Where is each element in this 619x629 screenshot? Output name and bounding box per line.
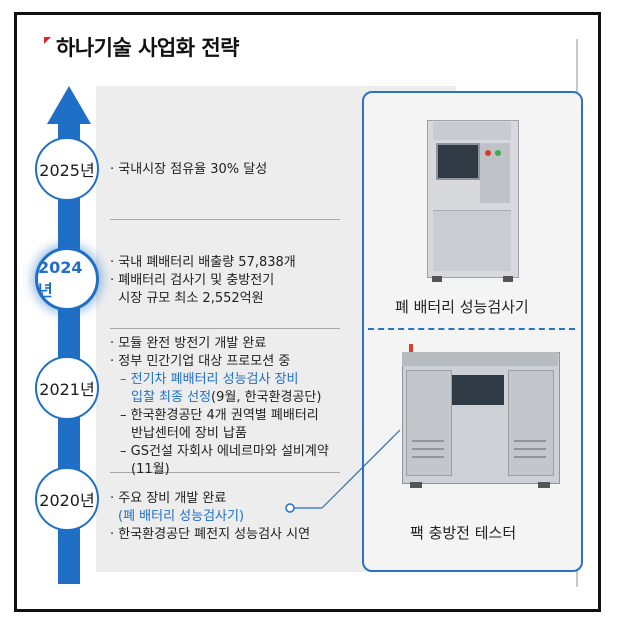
item-2020-3: · 한국환경공단 폐전지 성능검사 시연 <box>110 527 311 542</box>
pack-tester-cabinet-left <box>406 370 452 476</box>
title-accent-mark <box>44 37 51 44</box>
item-2021-6: 반납센터에 장비 납품 <box>131 426 247 441</box>
pack-tester-vent <box>412 440 444 442</box>
battery-tester-caption: 폐 배터리 성능검사기 <box>395 298 529 316</box>
item-2021-4: 입찰 최종 선정(9월, 한국환경공단) <box>131 389 321 407</box>
pack-tester-foot-right <box>538 482 550 488</box>
product-divider <box>368 328 575 330</box>
battery-tester-foot-right <box>503 276 513 282</box>
year-badge-2025: 2025년 <box>35 137 99 201</box>
pack-tester-vent <box>412 456 444 458</box>
item-2020-1: · 주요 장비 개발 완료 <box>110 491 227 506</box>
item-2021-3: – 전기차 폐배터리 성능검사 장비 <box>120 372 299 387</box>
battery-tester-door <box>433 210 511 271</box>
item-2021-1: · 모듈 완전 방전기 개발 완료 <box>110 336 267 351</box>
year-badge-2021: 2021년 <box>35 356 99 420</box>
pack-tester-vent <box>514 456 546 458</box>
separator-2021-2020 <box>110 472 340 473</box>
battery-tester-led-red <box>485 150 491 156</box>
year-badge-2020: 2020년 <box>35 467 99 531</box>
item-2021-8: (11월) <box>131 462 170 477</box>
timeline-arrow-up-icon <box>47 86 91 124</box>
battery-tester-top <box>433 122 511 140</box>
pack-tester-foot-left <box>410 482 422 488</box>
item-2024-3: 시장 규모 최소 2,552억원 <box>110 291 264 306</box>
battery-tester-led-green <box>495 150 501 156</box>
item-2021-2: · 정부 민간기업 대상 프로모션 중 <box>110 354 291 369</box>
pack-tester-vent <box>514 440 546 442</box>
item-2021-4-highlight: 입찰 최종 선정 <box>131 390 212 405</box>
separator-2024-2021 <box>110 328 340 329</box>
item-2024-2: · 폐배터리 검사기 및 충방전기 <box>110 273 275 288</box>
item-2021-5: – 한국환경공단 4개 권역별 폐배터리 <box>120 408 319 423</box>
item-2024-1: · 국내 폐배터리 배출량 57,838개 <box>110 255 296 270</box>
connector-line <box>285 429 401 513</box>
pack-tester-cabinet-right <box>508 370 554 476</box>
battery-tester-foot-left <box>432 276 442 282</box>
item-2021-4-rest: (9월, 한국환경공단) <box>211 390 322 405</box>
pack-tester-vent <box>514 448 546 450</box>
item-2025-1: · 국내시장 점유율 30% 달성 <box>110 162 268 177</box>
pack-tester-caption: 팩 충방전 테스터 <box>410 524 517 542</box>
year-badge-2024: 2024년 <box>35 247 99 311</box>
separator-2025-2024 <box>110 219 340 220</box>
page-title: 하나기술 사업화 전략 <box>56 36 240 60</box>
pack-tester-vent <box>412 448 444 450</box>
item-2020-2: (폐 배터리 성능검사기) <box>118 509 245 524</box>
pack-tester-signal-lamp <box>409 344 413 358</box>
item-2021-7: – GS건설 자회사 에네르마와 설비계약 <box>120 444 329 459</box>
battery-tester-screen <box>436 143 480 180</box>
pack-tester-top <box>402 352 558 366</box>
pack-tester-screen <box>452 375 504 405</box>
